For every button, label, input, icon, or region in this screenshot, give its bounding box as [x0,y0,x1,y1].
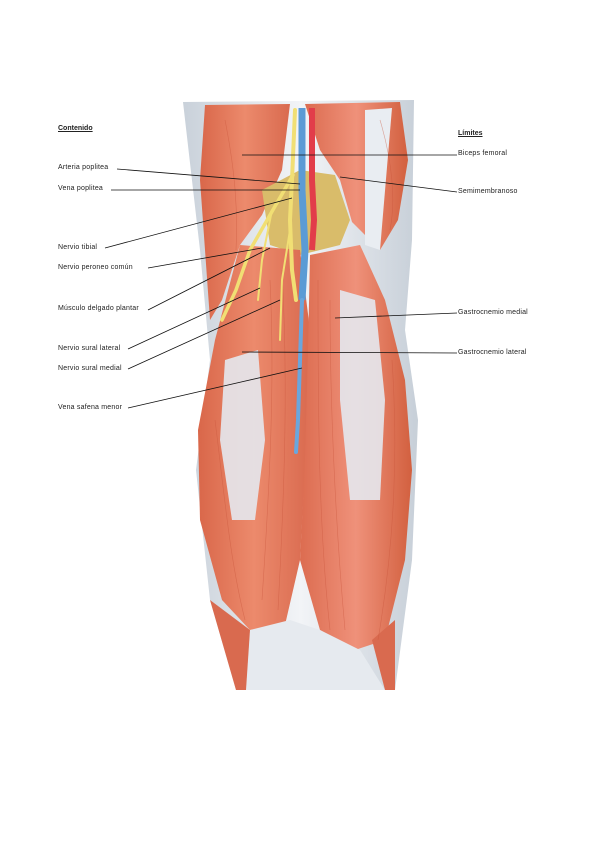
label-gastrocnemio-medial: Gastrocnemio medial [458,309,528,316]
label-musculo-delgado-plantar: Músculo delgado plantar [58,305,139,312]
soleus-lower-left [210,600,250,690]
tibial-nerve [287,108,298,302]
header-contenido: Contenido [58,125,93,132]
label-vena-safena-menor: Vena safena menor [58,404,123,411]
label-biceps-femoral: Biceps femoral [458,150,508,157]
leader-lines [104,154,458,409]
medial-aponeurosis [340,290,385,500]
label-nervio-sural-medial: Nervio sural medial [58,365,122,372]
small-saphenous-vein [294,298,304,454]
sural-medial-nerve [279,229,291,341]
label-nervio-peroneo-comun: Nervio peroneo común [58,264,133,271]
label-vena-poplitea: Vena poplitea [58,185,104,192]
label-nervio-tibial: Nervio tibial [58,244,98,251]
popliteal-artery [309,108,318,251]
muscle-fibres [214,119,396,641]
label-arteria-poplitea: Arteria poplitea [58,164,109,171]
biceps-femoral-muscle [200,104,290,320]
popliteal-vein [298,108,309,301]
medial-tendon-strip [365,108,392,250]
header-limites: Límites [458,130,483,137]
label-nervio-sural-lateral: Nervio sural lateral [58,345,121,352]
leg-illustration [183,100,418,690]
soleus-lower-right [372,620,395,690]
lower-calf-tendon [236,620,385,690]
lateral-aponeurosis [220,350,265,520]
sural-lateral-nerve [257,209,273,301]
label-gastrocnemio-lateral: Gastrocnemio lateral [458,349,527,356]
label-semimembranoso: Semimembranoso [458,188,518,195]
